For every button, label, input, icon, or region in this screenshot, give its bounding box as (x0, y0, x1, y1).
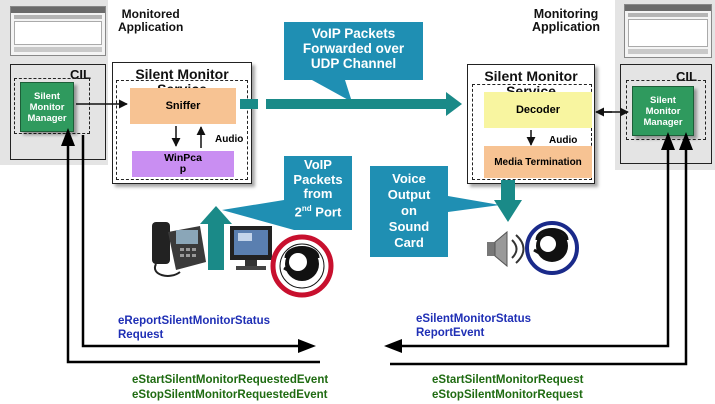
winpcap-box: WinPca p (132, 151, 234, 177)
cil-left-dashed (14, 78, 90, 134)
right-requests-arrowhead (679, 132, 693, 150)
sms-right-dashed (472, 84, 592, 180)
voice-down-arrow (494, 180, 522, 222)
sm-manager-left-label: Silent Monitor Manager (27, 90, 67, 124)
left-requested-events-label: eStartSilentMonitorRequestedEvent eStopS… (132, 374, 329, 401)
second-port-callout-shape (222, 156, 352, 230)
monitoring-app-title: Monitoring Application (532, 7, 601, 34)
voice-output-callout-shape (370, 166, 500, 257)
sm-manager-right-label: Silent Monitor Manager (643, 94, 683, 128)
second-port-up-arrow (200, 206, 232, 270)
sniffer-box: Sniffer (130, 88, 236, 124)
udp-callout-text: VoIP Packets Forwarded over UDP Channel (302, 26, 405, 71)
monitored-app-screenshot-icon (10, 6, 106, 56)
media-termination-box: Media Termination (484, 146, 592, 178)
right-status-report-label: eSilentMonitorStatus ReportEvent (416, 313, 532, 339)
speaker-icon (487, 230, 525, 268)
voice-output-callout-text: Voice Output on Sound Card (387, 171, 431, 250)
udp-callout-shape (284, 22, 423, 102)
left-request-arrowhead (298, 339, 316, 353)
right-requests-label: eStartSilentMonitorRequest eStopSilentMo… (432, 374, 584, 401)
silent-monitor-manager-left: Silent Monitor Manager (20, 82, 74, 132)
supervisor-headset-icon (525, 221, 579, 275)
udp-forward-arrow (240, 92, 462, 116)
decoder-box: Decoder (484, 92, 592, 128)
right-report-up-arrowhead (661, 132, 675, 150)
second-port-callout-text: VoIP Packets from 2nd Port (284, 157, 352, 219)
left-events-arrowhead (61, 128, 75, 146)
agent-headset-no-monitor-icon (270, 234, 334, 298)
second-port-text-post: Port (311, 203, 342, 219)
winpcap-label: WinPca p (164, 152, 202, 175)
left-event-lines (66, 135, 320, 364)
monitoring-app-screenshot-icon (624, 4, 712, 58)
right-report-arrowhead (384, 339, 402, 353)
decoder-label: Decoder (515, 104, 561, 116)
left-status-request-label: eReportSilentMonitorStatus Request (118, 315, 271, 341)
pc-monitor-icon (230, 226, 272, 270)
sniffer-label: Sniffer (165, 100, 201, 112)
cil-right-label: CIL (676, 69, 697, 84)
audio-left-label: Audio (215, 134, 244, 145)
second-port-text-sup: nd (301, 203, 312, 213)
sms-left-dashed (116, 80, 248, 180)
cil-left-box (10, 64, 106, 160)
second-port-text-pre: VoIP Packets from 2 (293, 157, 343, 219)
media-termination-label: Media Termination (494, 156, 582, 168)
audio-right-label: Audio (549, 135, 578, 146)
monitored-app-title: Monitored Application (118, 7, 184, 34)
cil-left-label: CIL (70, 67, 91, 82)
silent-monitor-manager-right: Silent Monitor Manager (632, 86, 694, 136)
right-event-lines (390, 140, 688, 366)
ip-phone-icon (152, 222, 206, 277)
